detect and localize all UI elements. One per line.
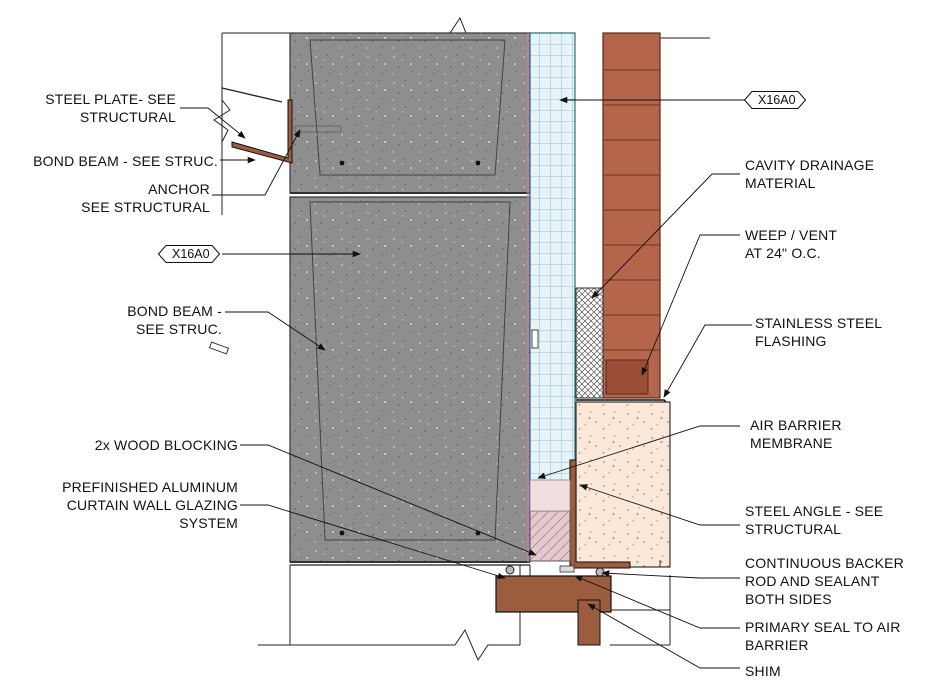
- detail-tag-left[interactable]: X16A0: [158, 245, 220, 263]
- rigid-insulation: [529, 32, 576, 512]
- leader-curtain-wall: [240, 504, 506, 579]
- leader-backer-rod: [601, 570, 740, 579]
- wood-blocking: [529, 510, 571, 562]
- leader-flashing: [663, 324, 752, 398]
- leader-steel-plate: [180, 107, 246, 139]
- weep-vent: [605, 359, 649, 395]
- break-line-bottom: [454, 628, 520, 662]
- cavity-drainage-mat: [575, 287, 604, 399]
- steel-plate: [231, 99, 293, 164]
- precast-sill: [575, 401, 671, 568]
- label-bond-beam-mid: BOND BEAM -SEE STRUC.: [127, 303, 222, 337]
- leader-steel-angle: [579, 484, 740, 526]
- leader-air-barrier: [537, 425, 740, 479]
- label-wood-blocking: 2x WOOD BLOCKING: [94, 437, 238, 453]
- leader-bond-beam-mid: [225, 311, 326, 351]
- brick-veneer: [602, 32, 661, 399]
- leader-anchor: [212, 129, 301, 196]
- shim: [559, 565, 575, 573]
- label-bond-beam-top: BOND BEAM - SEE STRUC.: [33, 153, 218, 169]
- detail-tag-right[interactable]: X16A0: [744, 91, 806, 109]
- leader-primary-seal: [574, 575, 740, 629]
- backer-rod-right: [595, 567, 605, 577]
- leader-cavity: [591, 173, 740, 299]
- leader-wood-blocking: [240, 444, 537, 556]
- anchor-bolt: [294, 125, 342, 133]
- leader-shim: [587, 603, 740, 669]
- leader-weep: [641, 234, 740, 376]
- brick-courses: [603, 69, 660, 351]
- backer-rod-left: [505, 565, 515, 575]
- label-shim: SHIM: [745, 663, 781, 679]
